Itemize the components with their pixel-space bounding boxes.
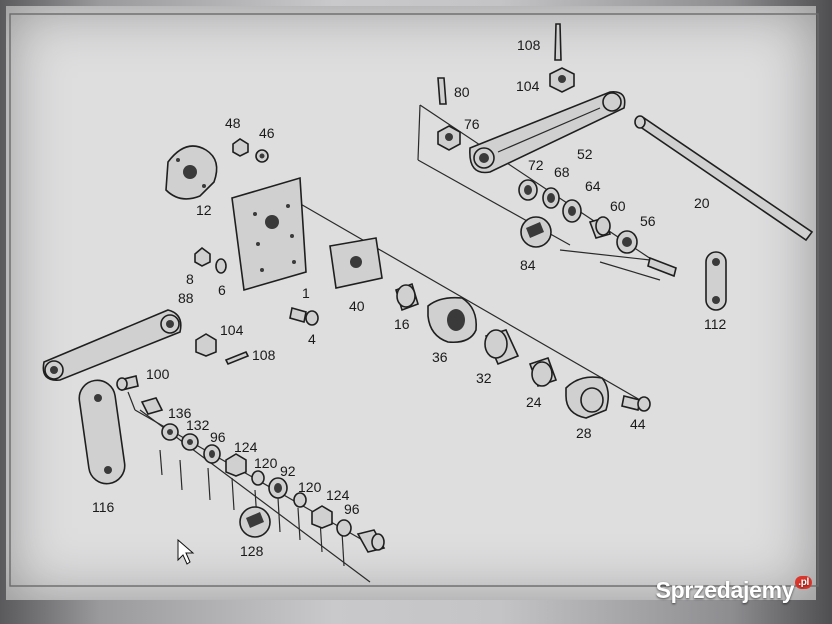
label-96: 96 — [344, 501, 360, 517]
split-pin-80 — [437, 77, 447, 105]
label-1: 1 — [302, 285, 310, 301]
arm-88 — [42, 309, 182, 381]
label-136: 136 — [168, 405, 192, 421]
label-36: 36 — [432, 349, 448, 365]
bolt-100 — [116, 375, 139, 391]
label-120: 120 — [298, 479, 322, 495]
washer-96 — [336, 519, 352, 537]
label-108: 108 — [252, 347, 276, 363]
shaft-20 — [634, 115, 814, 242]
flange-28 — [565, 376, 610, 419]
pin — [647, 256, 677, 278]
label-8: 8 — [186, 271, 194, 287]
nut-124 — [225, 453, 247, 477]
label-88: 88 — [178, 290, 194, 306]
nut-48 — [232, 138, 249, 157]
arm-52 — [469, 91, 626, 174]
bolt-4 — [289, 306, 319, 326]
bolt-44 — [621, 395, 651, 412]
label-72: 72 — [528, 157, 544, 173]
bushing-16 — [395, 282, 419, 312]
label-112: 112 — [704, 316, 727, 332]
label-48: 48 — [225, 115, 241, 131]
nut-124 — [311, 505, 333, 529]
bracket-12 — [165, 145, 218, 200]
label-92: 92 — [280, 463, 296, 479]
label-132: 132 — [186, 417, 210, 433]
plate-1 — [231, 176, 307, 292]
nut-76 — [437, 125, 461, 151]
label-28: 28 — [576, 425, 592, 441]
label-40: 40 — [349, 298, 365, 314]
label-46: 46 — [259, 125, 275, 141]
bushing — [356, 529, 386, 553]
label-124: 124 — [234, 439, 258, 455]
nut-104 — [195, 333, 217, 357]
label-32: 32 — [476, 370, 492, 386]
label-44: 44 — [630, 416, 646, 432]
washer-120 — [251, 470, 265, 486]
label-60: 60 — [610, 198, 626, 214]
label-6: 6 — [218, 282, 226, 298]
label-24: 24 — [526, 394, 542, 410]
washer-120 — [293, 492, 307, 508]
nut-104 — [549, 67, 575, 93]
label-120: 120 — [254, 455, 278, 471]
label-16: 16 — [394, 316, 410, 332]
label-12: 12 — [196, 202, 212, 218]
nut-8 — [194, 246, 211, 267]
split-pin-108 — [224, 350, 250, 366]
label-20: 20 — [694, 195, 710, 211]
drawing-frame — [9, 13, 819, 587]
label-76: 76 — [464, 116, 480, 132]
label-108: 108 — [517, 37, 541, 53]
label-68: 68 — [554, 164, 570, 180]
sleeve-32 — [484, 329, 520, 366]
label-128: 128 — [240, 543, 264, 559]
label-124: 124 — [326, 487, 350, 503]
block — [140, 397, 164, 415]
washer-6 — [215, 258, 227, 274]
label-96: 96 — [210, 429, 226, 445]
label-116: 116 — [92, 499, 115, 515]
bushing-24 — [528, 356, 558, 388]
watermark-logo: Sprzedajemy.pl — [655, 576, 812, 604]
label-104: 104 — [516, 78, 540, 94]
label-56: 56 — [640, 213, 656, 229]
mouse-cursor-icon — [177, 538, 195, 565]
watermark-text: Sprzedajemy — [655, 577, 795, 603]
watermark-suffix: .pl — [795, 576, 812, 589]
flange-40 — [329, 237, 383, 289]
label-4: 4 — [308, 331, 316, 347]
label-52: 52 — [577, 146, 593, 162]
lock-washer-84 — [520, 216, 552, 248]
label-84: 84 — [520, 257, 536, 273]
label-80: 80 — [454, 84, 470, 100]
housing-36 — [427, 296, 478, 344]
split-pin-108 — [554, 23, 562, 61]
lock-washer-128 — [239, 506, 271, 538]
label-100: 100 — [146, 366, 170, 382]
bushing-60 — [588, 216, 612, 239]
link-plate-116 — [78, 379, 126, 485]
label-104: 104 — [220, 322, 244, 338]
label-64: 64 — [585, 178, 601, 194]
link-plate-112 — [705, 251, 727, 311]
